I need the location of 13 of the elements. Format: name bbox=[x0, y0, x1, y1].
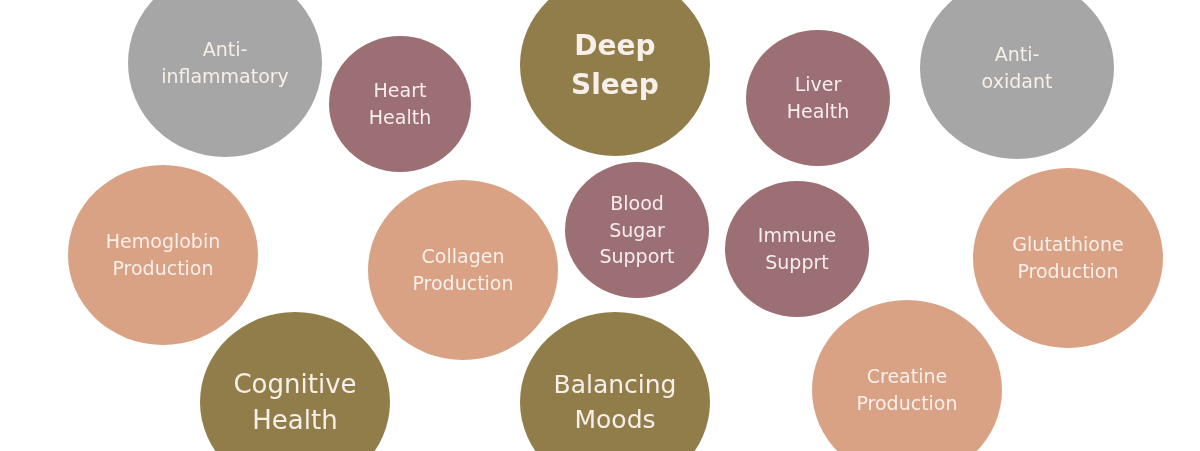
bubble-label: Immune Supprt bbox=[756, 223, 838, 275]
bubble-label: Glutathione Production bbox=[1011, 232, 1125, 284]
bubble-label: Cognitive Health bbox=[232, 367, 358, 437]
bubble-label: Balancing Moods bbox=[552, 369, 678, 436]
bubble-label: Deep Sleep bbox=[570, 27, 660, 103]
bubble-label: Blood Sugar Support bbox=[598, 191, 676, 270]
bubble-label: Hemoglobin Production bbox=[104, 229, 222, 281]
bubble-label: Liver Health bbox=[785, 72, 851, 124]
bubble-label: Heart Health bbox=[367, 78, 433, 130]
bubble-label: Collagen Production bbox=[411, 244, 515, 296]
bubble-label: Creatine Production bbox=[855, 364, 959, 416]
bubble-label: Anti-inflammatory bbox=[160, 37, 290, 89]
bubble-label: Anti-oxidant bbox=[980, 42, 1054, 94]
